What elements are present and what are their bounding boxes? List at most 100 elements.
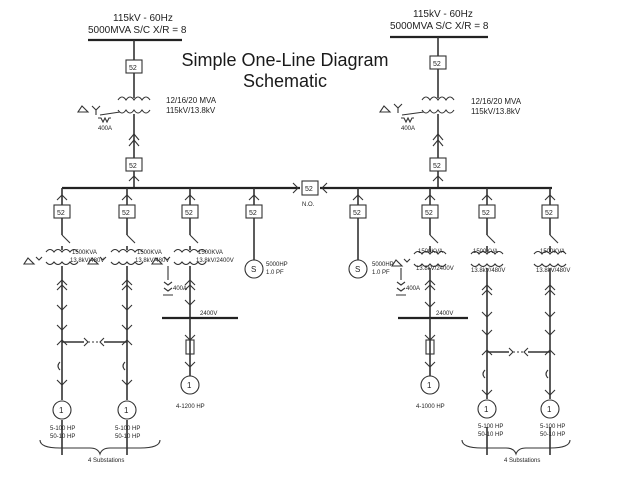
f6-breaker-label: 52	[425, 210, 433, 217]
right-incoming-breaker-label: 52	[433, 163, 441, 170]
f7-load-symbol: 1	[484, 405, 489, 414]
f4-breaker-label: 52	[249, 210, 257, 217]
feeder-4: S 5000HP 1.0 PF	[244, 218, 288, 279]
f1-load-motor	[52, 400, 72, 420]
feeder-6: 1500KVA 13.8kV/2400V 400A 2400V 1 4-1000…	[390, 218, 468, 410]
f2-load-symbol: 1	[124, 406, 129, 415]
left-substation-brace	[39, 439, 161, 456]
left-xfmr-delta-symbol	[76, 105, 90, 113]
f4-motor-symbol: S	[251, 265, 256, 274]
left-incoming-breaker-label: 52	[129, 163, 137, 170]
f6-switch	[429, 234, 439, 244]
f6-kva: 1500KVA	[418, 249, 443, 255]
f8-load-line1: 5-100 HP	[540, 424, 565, 430]
f5-pf: 1.0 PF	[372, 270, 390, 276]
f5-hp: 5000HP	[372, 262, 394, 268]
right-main-breaker: 52	[429, 55, 447, 98]
left-xfmr-wye-symbol	[91, 105, 101, 115]
f8-voltage: 13.8kV/480V	[536, 268, 570, 274]
right-480v-tie	[487, 347, 550, 357]
left-main-breaker: 52	[125, 59, 143, 98]
f6-ground: 400A	[406, 286, 420, 292]
right-substation-brace	[461, 439, 571, 456]
f3-kva: 1500KVA	[198, 250, 223, 256]
f2-load-line2: 50-10 HP	[115, 434, 140, 440]
right-substation-label: 4 Substations	[504, 458, 540, 464]
f8-kva: 1500KVA	[540, 249, 565, 255]
left-ground-resistor	[98, 116, 111, 124]
diagram-title-line2: Schematic	[242, 71, 328, 91]
right-main-transformer: 12/16/20 MVA 115kV/13.8kV 400A	[378, 96, 522, 158]
f3-voltage: 13.8kV/2400V	[196, 258, 234, 264]
right-xfmr-voltage: 115kV/13.8kV	[471, 107, 521, 116]
tie-breaker: 52 N.O.	[292, 180, 328, 208]
f2-breaker-label: 52	[122, 210, 130, 217]
feeder-1: 1500KVA 13.8kV/480V	[22, 218, 104, 455]
f1-switch	[61, 234, 71, 244]
f5-sync-motor	[348, 259, 368, 279]
f2-load-line1: 5-100 HP	[115, 426, 140, 432]
diagram-title: Simple One-Line Diagram Schematic	[150, 50, 420, 92]
left-incoming-breaker: 52	[125, 157, 143, 188]
f3-motor-symbol: 1	[187, 381, 192, 390]
f6-voltage: 13.8kV/2400V	[416, 266, 454, 272]
right-source-line1: 115kV - 60Hz	[413, 9, 473, 20]
f2-load-motor	[117, 400, 137, 420]
left-480v-tie	[62, 337, 127, 347]
f1-load-line1: 5-100 HP	[50, 426, 75, 432]
right-incoming-breaker: 52	[429, 157, 447, 188]
f4-hp: 5000HP	[266, 262, 288, 268]
f7-kva: 1500KVA	[473, 249, 498, 255]
f4-sync-motor	[244, 259, 264, 279]
f4-pf: 1.0 PF	[266, 270, 284, 276]
f2-voltage: 13.8kV/480V	[135, 258, 169, 264]
f8-breaker-label: 52	[545, 210, 553, 217]
f3-bus-voltage: 2400V	[200, 311, 217, 317]
f3-breaker-label: 52	[185, 210, 193, 217]
tie-status: N.O.	[302, 202, 315, 208]
f1-load-line2: 50-10 HP	[50, 434, 75, 440]
diagram-title-line1: Simple One-Line Diagram	[181, 50, 389, 70]
f3-ground: 400A	[173, 286, 187, 292]
f7-breaker-label: 52	[482, 210, 490, 217]
left-source-line2: 5000MVA S/C X/R = 8	[88, 25, 187, 36]
f8-load-motor	[540, 399, 560, 419]
f8-load-symbol: 1	[547, 405, 552, 414]
right-source-line2: 5000MVA S/C X/R = 8	[390, 21, 489, 32]
left-substation-label: 4 Substations	[88, 458, 124, 464]
left-xfmr-disconnect	[128, 133, 140, 147]
f6-bus-voltage: 2400V	[436, 311, 453, 317]
left-main-transformer: 12/16/20 MVA 115kV/13.8kV 400A	[76, 96, 217, 158]
left-xfmr-primary	[117, 96, 151, 101]
f7-load-line1: 5-100 HP	[478, 424, 503, 430]
f1-kva: 1500KVA	[72, 250, 97, 256]
left-xfmr-rating: 12/16/20 MVA	[166, 96, 217, 105]
f1-load-symbol: 1	[59, 406, 64, 415]
f7-switch	[486, 234, 496, 244]
left-source: 115kV - 60Hz 5000MVA S/C X/R = 8	[88, 13, 187, 60]
left-main-breaker-label: 52	[129, 65, 137, 72]
feeder-3: 1500KVA 13.8kV/2400V 400A 2400V 1 4-1200…	[150, 218, 238, 410]
left-source-line1: 115kV - 60Hz	[113, 13, 173, 24]
f3-switch	[189, 234, 199, 244]
left-ground-rating: 400A	[98, 126, 112, 132]
f1-breaker-label: 52	[57, 210, 65, 217]
substation-braces: 4 Substations 4 Substations	[39, 439, 571, 464]
right-xfmr-disconnect	[432, 133, 444, 147]
left-xfmr-secondary	[117, 109, 151, 114]
f3-motor	[180, 375, 200, 395]
f2-kva: 1500KVA	[137, 250, 162, 256]
loads: 1 5-100 HP 50-10 HP 1 5-100 HP 50-10 HP …	[50, 399, 565, 440]
right-xfmr-wye-symbol	[393, 103, 403, 113]
right-main-breaker-label: 52	[433, 61, 441, 68]
tie-breaker-box	[301, 180, 319, 196]
f7-voltage: 13.8kV/480V	[471, 268, 505, 274]
f3-motor-label: 4-1200 HP	[176, 404, 205, 410]
f6-motor-symbol: 1	[427, 381, 432, 390]
f1-voltage: 13.8kV/480V	[70, 258, 104, 264]
feeder-2: 1500KVA 13.8kV/480V	[86, 218, 169, 455]
f6-motor	[420, 375, 440, 395]
right-xfmr-secondary	[421, 109, 455, 114]
